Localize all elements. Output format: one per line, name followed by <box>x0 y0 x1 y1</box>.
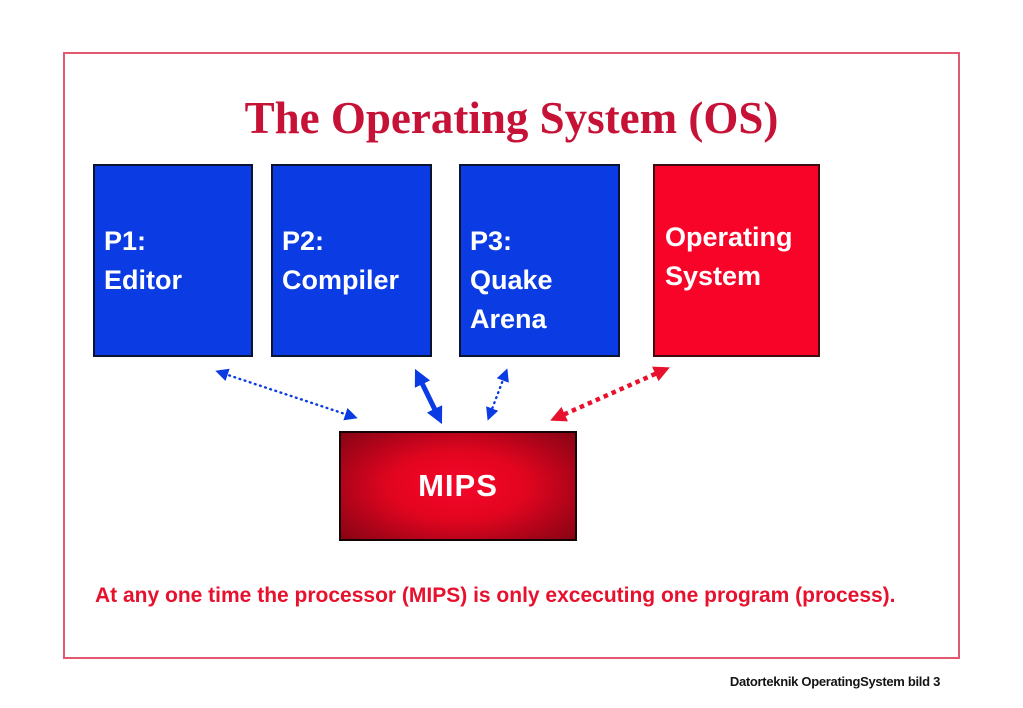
slide-border-frame <box>63 52 960 659</box>
process-box-p1-editor: P1: Editor <box>93 164 253 357</box>
os-box-label: Operating <box>665 222 793 252</box>
process-box-label: P3: <box>470 226 513 256</box>
mips-processor-box: MIPS <box>339 431 577 541</box>
process-box-p2-compiler: P2: Compiler <box>271 164 432 357</box>
operating-system-box: Operating System <box>653 164 820 357</box>
process-box-label: P2: <box>282 226 325 256</box>
process-box-p3-quake-arena: P3: Quake Arena <box>459 164 620 357</box>
process-box-label: Arena <box>470 304 547 334</box>
process-box-label: Editor <box>104 265 182 295</box>
mips-box-label: MIPS <box>418 468 498 503</box>
slide-note-text: At any one time the processor (MIPS) is … <box>95 584 896 607</box>
slide-title: The Operating System (OS) <box>244 93 779 143</box>
process-box-label: Compiler <box>282 265 400 295</box>
slide-footer-text: Datorteknik OperatingSystem bild 3 <box>729 674 940 689</box>
process-box-label: Quake <box>470 265 553 295</box>
os-box-label: System <box>665 261 762 291</box>
process-box-label: P1: <box>104 226 147 256</box>
